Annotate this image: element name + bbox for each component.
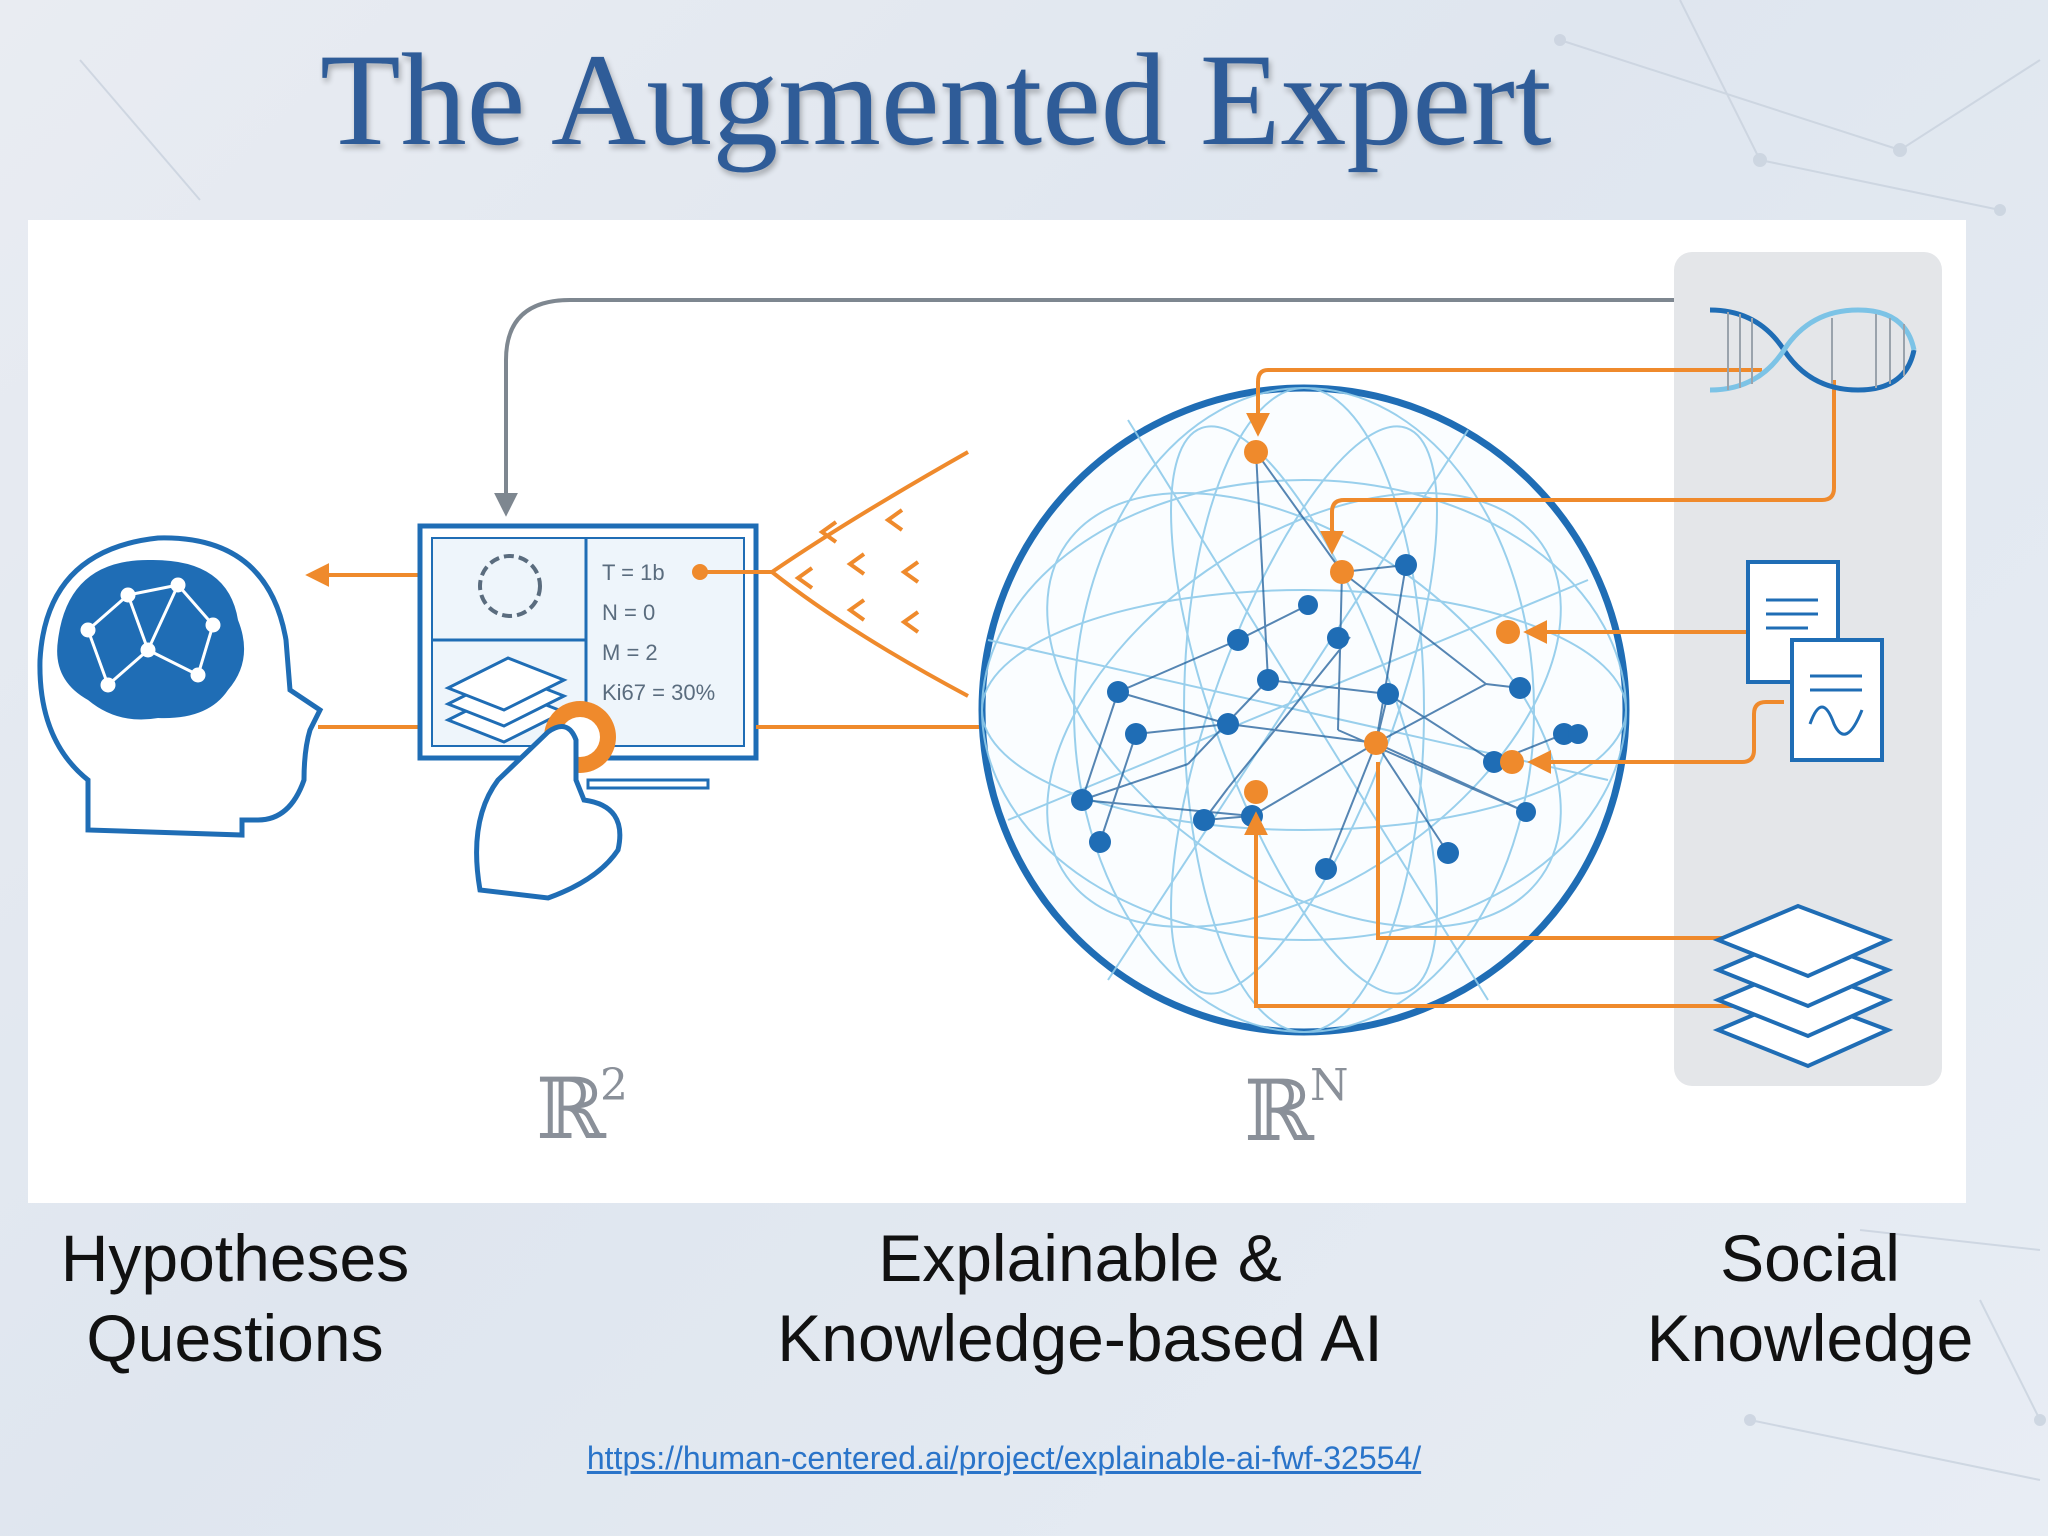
caption-social-line1: Social [1720,1221,1900,1295]
caption-hypotheses-line1: Hypotheses [60,1221,410,1295]
caption-hypotheses-line2: Questions [86,1301,384,1375]
screen-text-n: N = 0 [602,600,655,625]
screen-text-ki67: Ki67 = 30% [602,680,715,705]
axis-label-r2-exponent: 2 [600,1060,628,1111]
screen-output-dot [692,564,708,580]
screen-text-m: M = 2 [602,640,658,665]
augmented-expert-diagram: T = 1b N = 0 M = 2 Ki67 = 30% [37,252,1942,1160]
slide-title: The Augmented Expert [320,26,1552,173]
axis-label-r2: ℝ 2 [536,1060,628,1158]
feedback-arrow [494,298,1674,517]
knowledge-input-arrows [1244,368,1836,1008]
caption-explainable-line2: Knowledge-based AI [777,1301,1383,1375]
caption-explainable-ai: Explainable & Knowledge-based AI [745,1218,1415,1378]
axis-label-rn-base: ℝ [1244,1062,1315,1160]
source-link[interactable]: https://human-centered.ai/project/explai… [586,1440,1422,1476]
slide-stack-icon [1712,903,1894,1069]
axis-label-rn-exponent: N [1310,1060,1349,1111]
screen-text-t: T = 1b [602,560,665,585]
document-icon [1746,560,1884,762]
dna-icon [1709,307,1917,393]
axis-label-r2-base: ℝ [536,1060,607,1158]
touchscreen-icon: T = 1b N = 0 M = 2 Ki67 = 30% [417,523,759,790]
caption-hypotheses: Hypotheses Questions [40,1218,430,1378]
brain-head-icon [37,535,324,838]
axis-label-rn: ℝ N [1244,1060,1349,1160]
caption-social-line2: Knowledge [1646,1301,1974,1375]
knowledge-sphere [978,384,1630,1036]
caption-explainable-line1: Explainable & [878,1221,1282,1295]
hand-icon [474,724,623,901]
caption-social-knowledge: Social Knowledge [1630,1218,1990,1378]
funnel-arrows [698,450,969,698]
diagram-panel: T = 1b N = 0 M = 2 Ki67 = 30% [28,220,1966,1203]
